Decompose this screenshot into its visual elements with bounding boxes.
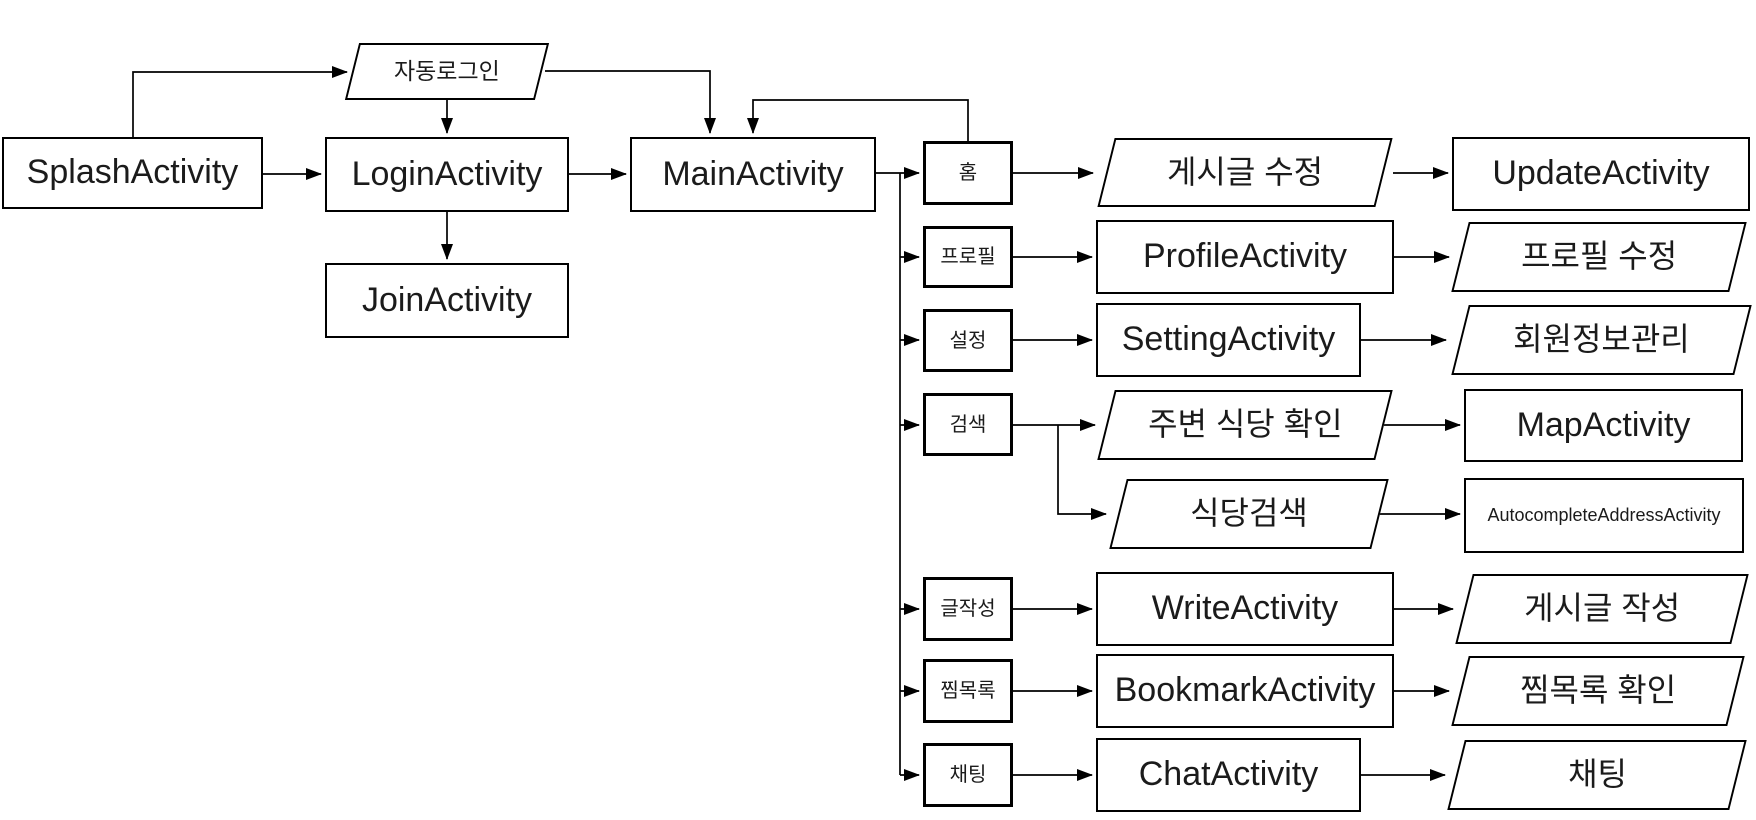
node-label: AutocompleteAddressActivity — [1487, 504, 1721, 525]
node-label: 게시글 작성 — [1523, 590, 1681, 627]
node-chat-screen: 채팅 — [1447, 740, 1747, 810]
node-label: 찜목록 — [940, 680, 996, 702]
node-auto-login: 자동로그인 — [344, 43, 550, 100]
node-menu-setting: 설정 — [923, 309, 1013, 372]
node-post-write: 게시글 작성 — [1455, 574, 1749, 644]
node-menu-search: 검색 — [923, 393, 1013, 456]
node-label: 검색 — [949, 413, 987, 436]
edge-home-back-to-main — [747, 99, 969, 141]
node-member-info-manage: 회원정보관리 — [1451, 305, 1752, 375]
node-login-activity: LoginActivity — [325, 137, 569, 212]
node-label: 설정 — [949, 329, 987, 352]
node-label: 자동로그인 — [394, 57, 500, 84]
edge-autologin-to-main — [545, 70, 716, 134]
node-label: 채팅 — [1567, 756, 1627, 793]
node-main-activity: MainActivity — [630, 137, 876, 212]
node-post-edit: 게시글 수정 — [1097, 138, 1393, 207]
node-label: MainActivity — [662, 154, 844, 193]
node-label: 프로필 수정 — [1520, 238, 1678, 275]
node-label: 게시글 수정 — [1166, 153, 1324, 190]
node-label: JoinActivity — [361, 280, 533, 319]
node-label: 글작성 — [940, 598, 996, 620]
node-label: 홈 — [958, 162, 978, 184]
node-restaurant-search: 식당검색 — [1109, 479, 1389, 549]
node-menu-bookmark: 찜목록 — [923, 659, 1013, 723]
node-label: 프로필 — [940, 246, 996, 268]
node-bookmark-activity: BookmarkActivity — [1096, 654, 1394, 728]
node-label: 주변 식당 확인 — [1147, 406, 1343, 443]
node-menu-write: 글작성 — [923, 577, 1013, 641]
node-label: SplashActivity — [26, 153, 239, 192]
edge-splash-to-autologin — [132, 66, 348, 137]
node-menu-chat: 채팅 — [923, 743, 1013, 807]
node-label: MapActivity — [1516, 405, 1691, 444]
node-menu-profile: 프로필 — [923, 226, 1013, 288]
node-label: ChatActivity — [1138, 755, 1319, 794]
node-profile-activity: ProfileActivity — [1096, 220, 1394, 294]
node-map-activity: MapActivity — [1464, 389, 1743, 462]
node-update-activity: UpdateActivity — [1452, 137, 1750, 211]
node-label: 찜목록 확인 — [1519, 672, 1677, 709]
node-label: 회원정보관리 — [1513, 321, 1690, 358]
node-label: SettingActivity — [1121, 320, 1336, 359]
node-label: BookmarkActivity — [1114, 671, 1376, 710]
node-label: LoginActivity — [351, 154, 543, 193]
node-label: 채팅 — [949, 764, 987, 786]
node-menu-home: 홈 — [923, 141, 1013, 205]
edge-search-to-restsearch — [1057, 425, 1107, 520]
node-chat-activity: ChatActivity — [1096, 738, 1361, 812]
node-write-activity: WriteActivity — [1096, 572, 1394, 646]
node-join-activity: JoinActivity — [325, 263, 569, 338]
node-label: 식당검색 — [1190, 495, 1308, 532]
node-nearby-restaurant-check: 주변 식당 확인 — [1097, 390, 1393, 460]
node-bookmark-check: 찜목록 확인 — [1451, 656, 1745, 726]
node-autocomplete-address-activity: AutocompleteAddressActivity — [1464, 478, 1744, 553]
node-profile-edit: 프로필 수정 — [1451, 222, 1747, 292]
node-label: WriteActivity — [1151, 589, 1339, 628]
node-splash-activity: SplashActivity — [2, 137, 263, 209]
node-label: ProfileActivity — [1142, 237, 1348, 276]
node-label: UpdateActivity — [1492, 154, 1710, 193]
node-setting-activity: SettingActivity — [1096, 303, 1361, 377]
